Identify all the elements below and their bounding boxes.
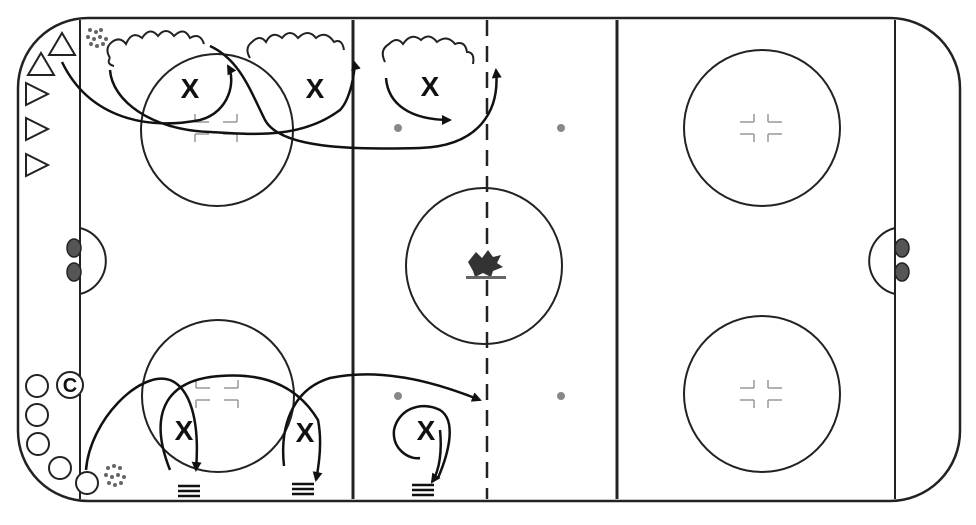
pylon-icon (178, 484, 200, 498)
faceoff-circle-bottom-left (141, 319, 295, 473)
net-icon (894, 238, 910, 282)
net-icon (66, 238, 82, 282)
faceoff-dot (557, 124, 565, 132)
center-logo-icon (466, 250, 506, 279)
player-x-marks: X X X X X X (175, 71, 440, 448)
player-x-label: X (306, 73, 325, 104)
wavy-skate-path (106, 30, 475, 67)
center-ice-circle (405, 187, 563, 345)
faceoff-circle-top-right (683, 49, 841, 207)
hash-mark (740, 380, 782, 408)
left-goal-crease (79, 227, 107, 295)
coach-icon: C (56, 371, 84, 399)
player-circle-icon (25, 374, 99, 495)
hash-mark (740, 114, 782, 142)
right-goal-crease (868, 227, 896, 295)
faceoff-dot (394, 392, 402, 400)
coach-label: C (63, 375, 77, 397)
player-x-label: X (296, 417, 315, 448)
player-x-label: X (421, 71, 440, 102)
skate-path (60, 44, 502, 150)
pylon-icon (292, 482, 314, 496)
faceoff-dot (394, 124, 402, 132)
hash-mark (195, 380, 239, 408)
player-x-label: X (417, 415, 436, 446)
pylon-icon (412, 483, 434, 497)
player-x-label: X (181, 73, 200, 104)
faceoff-circle-bottom-right (683, 315, 841, 473)
puck-pile-icon (104, 464, 126, 487)
puck-pile-icon (86, 28, 108, 48)
skate-path (84, 373, 482, 484)
player-x-label: X (175, 415, 194, 446)
faceoff-dot (557, 392, 565, 400)
player-triangle-icon (25, 31, 77, 178)
